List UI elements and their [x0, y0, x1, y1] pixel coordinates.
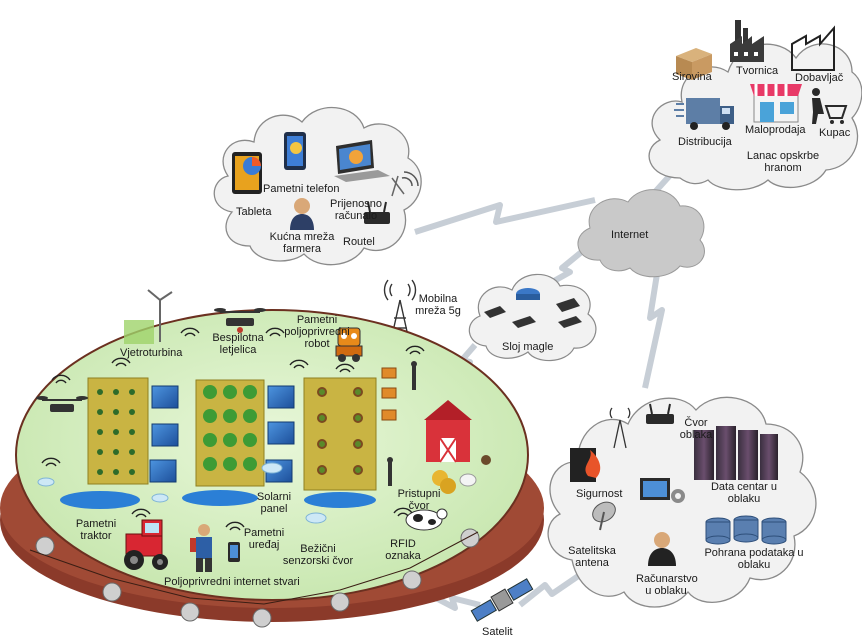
barn-icon — [424, 400, 472, 463]
wind-turbine-icon — [124, 289, 173, 344]
wifi-signal-icons — [41, 327, 425, 531]
tractor-icon — [124, 519, 168, 570]
firewall-icon — [570, 448, 601, 482]
label-pametni-traktor: Pametni traktor — [75, 518, 117, 542]
cloud-computing-cloud — [547, 396, 817, 608]
label-pristupni-cvor: Pristupni čvor — [397, 488, 441, 512]
label-mobilna-mreza: Mobilna mreža 5g — [415, 293, 461, 317]
label-solarni-panel: Solarni panel — [256, 491, 292, 515]
laptop-icon — [334, 140, 390, 182]
label-racunarstvo: Računarstvo u oblaku — [636, 573, 698, 597]
access-node-icons — [387, 361, 417, 486]
crop-plot-right — [303, 377, 377, 491]
label-vjetroturbina: Vjetroturbina — [120, 347, 183, 359]
label-bezicni-senzorski-cvor: Bežični senzorski čvor — [282, 543, 354, 567]
sensor-node-glows — [37, 462, 327, 524]
label-cvor-oblaka: Čvor oblaka — [679, 417, 713, 441]
label-satelitska-antena: Satelitska antena — [568, 545, 616, 569]
link-internet-cloud — [642, 254, 665, 389]
label-distribucija: Distribucija — [678, 136, 732, 148]
data-center-servers-icon — [694, 426, 778, 480]
tablet-icon — [232, 152, 262, 194]
label-pametni-telefon: Pametni telefon — [263, 183, 340, 195]
label-data-centar: Data centar u oblaku — [710, 481, 778, 505]
factory-icon — [730, 20, 764, 62]
smartphone-icon — [284, 132, 306, 170]
link-satellite-cloud — [518, 565, 592, 608]
link-home-internet — [414, 197, 596, 235]
shop-icon — [750, 84, 802, 123]
satellite-icon — [470, 578, 534, 622]
hay-and-animals — [432, 455, 491, 494]
truck-icon — [674, 98, 734, 130]
label-kupac: Kupac — [819, 127, 851, 139]
home-network-cloud — [213, 107, 422, 266]
farmer-figure-icon — [190, 524, 212, 572]
label-dobavljac: Dobavljač — [795, 72, 844, 84]
label-internet: Internet — [611, 229, 649, 241]
link-farm-satellite — [428, 592, 481, 611]
label-maloprodaja: Maloprodaja — [745, 124, 806, 136]
supply-chain-cloud — [648, 20, 862, 191]
base-sensor-discs — [35, 528, 480, 628]
label-bespilotna-letjelica: Bespilotna letjelica — [212, 332, 264, 356]
fog-layer-cloud — [468, 273, 597, 362]
fog-switch-icons — [484, 298, 582, 328]
label-sigurnost: Sigurnost — [576, 488, 623, 500]
cloud-tower-icon — [609, 407, 631, 449]
smart-device-icon — [228, 542, 240, 562]
cloud-computer-icon — [640, 478, 685, 503]
wifi-waves-icon — [391, 171, 419, 197]
label-router: Routel — [343, 236, 375, 248]
cloud-storage-icon — [705, 515, 787, 545]
label-poljoprivredni-iot: Poljoprivredni internet stvari — [164, 576, 300, 588]
label-sloj-magle: Sloj magle — [502, 341, 554, 353]
label-tvornica: Tvornica — [736, 65, 779, 77]
label-sirovina: Sirovina — [672, 71, 712, 83]
water-ponds — [60, 490, 376, 509]
crop-plot-left — [87, 377, 149, 485]
drone-icon-top — [214, 308, 266, 333]
solar-panels — [149, 385, 295, 483]
crop-plot-middle — [195, 379, 265, 487]
cow-icon — [405, 508, 448, 531]
drone-icon-left — [36, 396, 88, 412]
satellite-dish-icon — [592, 501, 616, 531]
internet-cloud — [577, 189, 705, 278]
label-pohrana-podataka: Pohrana podataka u oblaku — [704, 547, 804, 571]
cloud-user-icon — [648, 532, 676, 566]
label-kucna-mreza: Kućna mreža farmera — [269, 231, 335, 255]
farmer-user-icon — [290, 198, 314, 230]
label-rfid-oznaka: RFID oznaka — [385, 538, 421, 562]
label-pametni-uredaj: Pametni uređaj — [243, 527, 285, 551]
shopper-icon — [812, 88, 848, 124]
label-prijenosno-racunalo: Prijenosno računalo — [330, 198, 382, 222]
label-lanac-opskrbe: Lanac opskrbe hranom — [746, 150, 820, 174]
farm-robot-icon — [335, 327, 363, 362]
box-icon — [676, 48, 712, 80]
label-satelit: Satelit — [482, 626, 513, 638]
cloud-node-router-icon — [646, 403, 674, 424]
label-tableta: Tableta — [236, 206, 272, 218]
router-icon — [364, 201, 390, 224]
rfid-boxes — [381, 367, 397, 421]
label-pametni-robot: Pametni poljoprivredni robot — [284, 314, 350, 350]
fog-router-icon — [516, 288, 540, 300]
supplier-icon — [791, 25, 835, 71]
